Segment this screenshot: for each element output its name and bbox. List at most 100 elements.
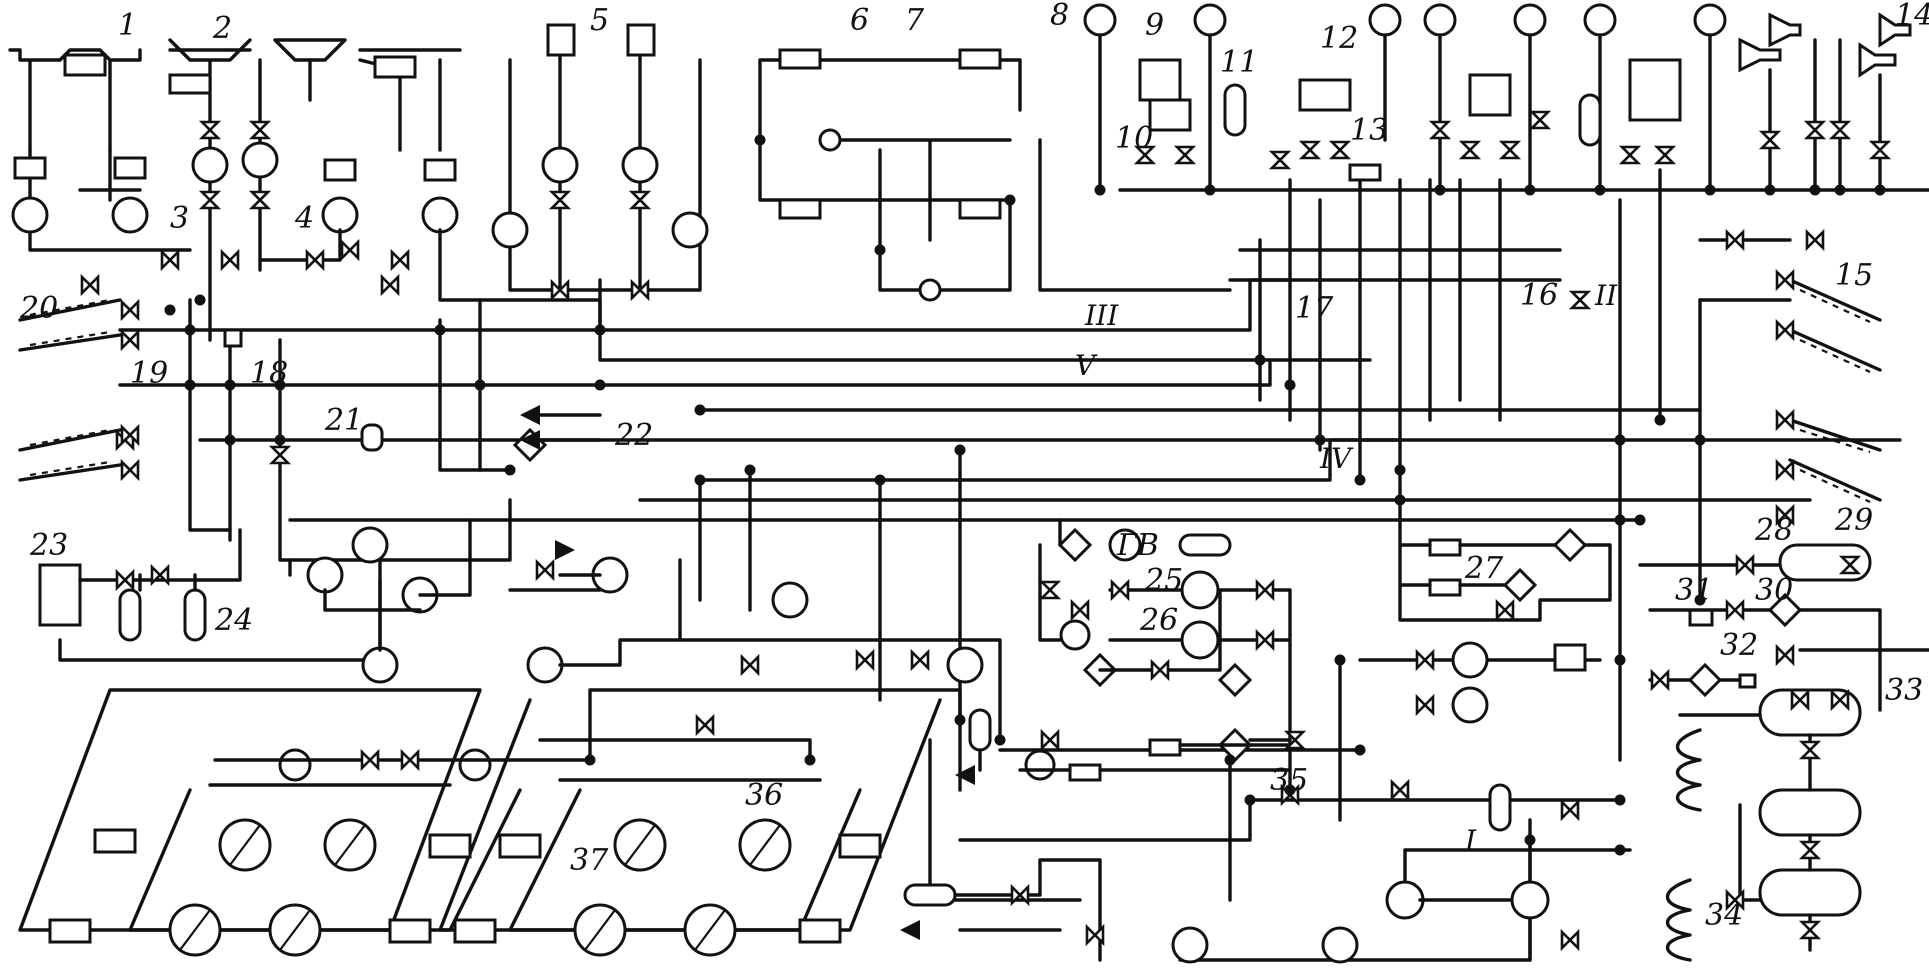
pump-pipes: [1403, 838, 1632, 962]
valve-symbol-62: [1758, 130, 1782, 150]
arrow-out-3: [555, 540, 575, 560]
pump-r2: [1510, 880, 1550, 920]
crane-9: [1138, 58, 1182, 102]
brake-cyl-1: [93, 828, 137, 854]
right-hoses: [1788, 278, 1882, 504]
valve-symbol-23: [1110, 578, 1130, 602]
junction-dot-36: [1524, 184, 1536, 196]
valve-symbol-16: [535, 558, 555, 582]
junction-dot-44: [584, 754, 596, 766]
gv-unit-25: [1108, 528, 1142, 562]
label-25: 25: [1144, 563, 1183, 598]
junction-dot-4: [274, 379, 286, 391]
junction-dot-2: [224, 379, 236, 391]
valve-27a: [1428, 538, 1462, 557]
reservoir-c2: [968, 708, 992, 752]
valve-symbol-72: [1775, 458, 1795, 482]
bottom-left-vt: [928, 738, 1082, 902]
controller-6d: [958, 198, 1002, 220]
brake-cyl-3: [428, 833, 472, 859]
valve-symbol-22: [400, 748, 420, 772]
reservoir-12c: [1578, 93, 1602, 147]
junction-dot-31: [1614, 794, 1626, 806]
junction-dot-43: [804, 754, 816, 766]
valve-symbol-75: [120, 423, 140, 447]
horn-14a: [1768, 12, 1802, 48]
junction-dot-6: [434, 324, 446, 336]
junction-dot-39: [1764, 184, 1776, 196]
reservoir-l7: [771, 581, 809, 619]
valve-symbol-8: [248, 120, 272, 140]
junction-dot-49: [1524, 834, 1536, 846]
label-1: 1: [118, 8, 137, 43]
valve-symbol-29: [1070, 598, 1090, 622]
junction-dot-42: [1874, 184, 1886, 196]
valve-symbol-78: [220, 248, 240, 272]
valve-c1: [1148, 738, 1182, 757]
junction-7b: [918, 278, 942, 302]
valve-symbol-70: [1775, 318, 1795, 342]
junction-dot-14: [874, 474, 886, 486]
junction-dot-10: [594, 379, 606, 391]
reservoir-1: [11, 196, 49, 234]
coil-34: [1666, 878, 1692, 962]
cylinder-4: [423, 158, 457, 182]
junction-dot-29: [1354, 744, 1366, 756]
reservoir-3: [191, 146, 229, 184]
label-5: 5: [590, 3, 609, 38]
horn-14d: [1858, 42, 1897, 78]
valve-symbol-73: [120, 298, 140, 322]
junction-dot-35: [1434, 184, 1446, 196]
junction-dot-51: [754, 134, 766, 146]
label-13: 13: [1350, 113, 1388, 148]
hose-hatching: [29, 298, 111, 477]
hose-right: [1788, 278, 1882, 502]
valve-symbol-61: [1653, 145, 1677, 165]
reservoir-main-3: [1758, 868, 1862, 917]
junction-dot-27: [1334, 654, 1346, 666]
tl-pipe-1: [8, 48, 142, 152]
junction-dot-38: [1704, 184, 1716, 196]
bogie-group: [18, 688, 962, 957]
gauge-c2: [1024, 749, 1056, 781]
label-9: 9: [1145, 8, 1164, 43]
label-roman-III: III: [1084, 299, 1119, 332]
cylinder-1: [13, 156, 47, 180]
label-2: 2: [212, 11, 232, 46]
pump-26a: [1180, 570, 1220, 610]
valve-symbol-57: [1458, 140, 1482, 160]
valve-symbol-71: [1775, 408, 1795, 432]
gauge-2: [1193, 3, 1227, 37]
valve-symbol-80: [305, 248, 325, 272]
valve-symbol-5: [630, 278, 650, 302]
junction-dot-54: [164, 304, 176, 316]
junction-dot-37: [1594, 184, 1606, 196]
valve-symbol-3: [390, 248, 410, 272]
brake-cyl-5: [498, 833, 542, 859]
label-35: 35: [1270, 763, 1308, 798]
left-riser: [188, 298, 232, 532]
label-17: 17: [1295, 291, 1334, 326]
junction-dot-17: [1284, 379, 1296, 391]
brake-cyl-2: [48, 918, 92, 944]
label-18: 18: [250, 356, 288, 391]
valve-symbol-15: [150, 563, 170, 587]
label-gv: ГВ: [1116, 528, 1159, 563]
label-26: 26: [1139, 603, 1178, 638]
valve-symbol-2: [380, 273, 400, 297]
valve-symbol-76: [120, 458, 140, 482]
label-31: 31: [1675, 573, 1713, 608]
reservoir-l5: [361, 646, 399, 684]
valve-symbol-48: [1798, 920, 1822, 940]
reservoir-l2: [306, 556, 344, 594]
pressure-regulator-2: [373, 55, 417, 79]
tc-pipe-1: [508, 38, 702, 292]
valve-symbol-30: [1415, 648, 1435, 672]
valve-symbol-33: [1283, 730, 1307, 750]
reservoir-r2: [1451, 686, 1489, 724]
center-pipes: [978, 518, 1292, 792]
label-roman-IV: IV: [1319, 442, 1354, 475]
bogie-feed: [213, 688, 962, 792]
reservoir-r5: [1321, 926, 1359, 964]
controller-6c: [778, 198, 822, 220]
